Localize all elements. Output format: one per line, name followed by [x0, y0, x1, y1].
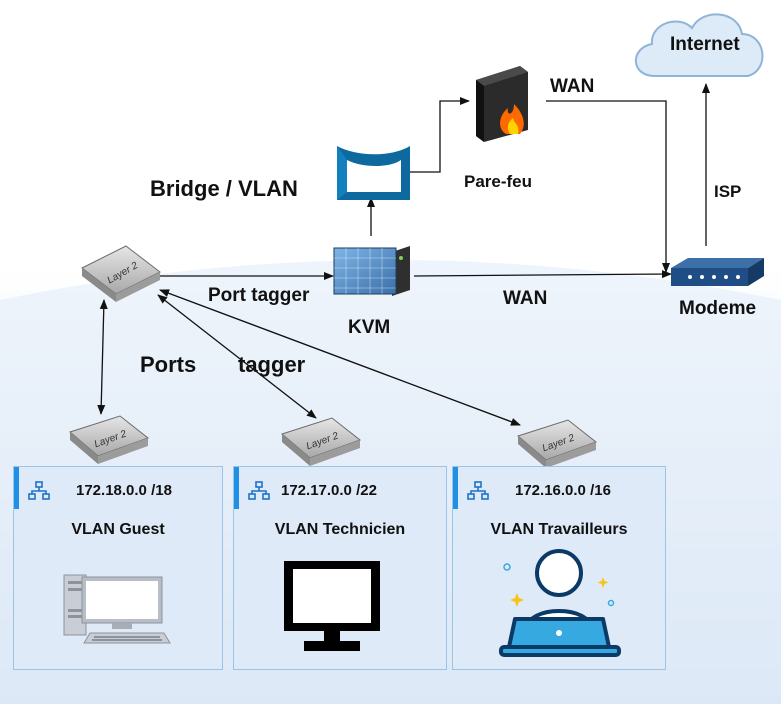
card-accent — [14, 467, 19, 509]
connector-bridge-firewall — [410, 97, 470, 173]
tagger-label: tagger — [238, 352, 306, 377]
vlan-name: VLAN Travailleurs — [490, 521, 628, 538]
vlan-card-guest: 172.18.0.0 /18 VLAN Guest — [13, 466, 223, 670]
connector-kvm-modem — [413, 270, 672, 279]
bridge-vlan-label: Bridge / VLAN — [150, 176, 298, 201]
desktop-pc-icon — [63, 574, 171, 644]
vlan-name: VLAN Technicien — [274, 521, 406, 538]
network-icon — [248, 481, 270, 500]
vlan-network: 172.17.0.0 /22 — [281, 482, 377, 499]
firewall-icon — [476, 66, 528, 142]
switch-icon: Layer 2 — [280, 417, 362, 466]
vm-server-icon — [333, 246, 410, 296]
user-laptop-icon — [499, 549, 621, 657]
network-icon — [467, 481, 489, 500]
card-accent — [453, 467, 458, 509]
cloud-icon — [634, 13, 764, 77]
switch-icon: Layer 2 — [68, 415, 150, 464]
pare-feu-label: Pare-feu — [464, 172, 533, 191]
switch-icon: Layer 2 — [81, 245, 161, 302]
monitor-icon — [284, 561, 380, 651]
vlan-name: VLAN Guest — [71, 521, 165, 538]
connector-switch-guest — [97, 299, 108, 415]
modeme-label: Modeme — [679, 298, 757, 319]
internet-label: Internet — [670, 34, 740, 55]
wan-mid-label: WAN — [503, 288, 548, 309]
connectors — [97, 83, 710, 426]
wan-top-label: WAN — [550, 76, 595, 97]
card-accent — [234, 467, 239, 509]
switch-icon: Layer 2 — [516, 419, 598, 468]
ports-label: Ports — [140, 352, 197, 377]
vlan-network: 172.16.0.0 /16 — [515, 482, 611, 499]
connector-switch-travailleurs — [159, 289, 521, 426]
kvm-label: KVM — [348, 317, 391, 338]
isp-label: ISP — [714, 182, 742, 201]
connector-firewall-modem — [546, 100, 670, 273]
vlan-network: 172.18.0.0 /18 — [76, 482, 172, 499]
network-icon — [28, 481, 50, 500]
vlan-card-travailleurs: 172.16.0.0 /16 VLAN Travailleurs — [452, 466, 666, 670]
modem-icon — [671, 258, 764, 286]
port-tagger-label: Port tagger — [208, 285, 310, 306]
vlan-card-technicien: 172.17.0.0 /22 VLAN Technicien — [233, 466, 447, 670]
bridge-icon — [337, 146, 410, 200]
